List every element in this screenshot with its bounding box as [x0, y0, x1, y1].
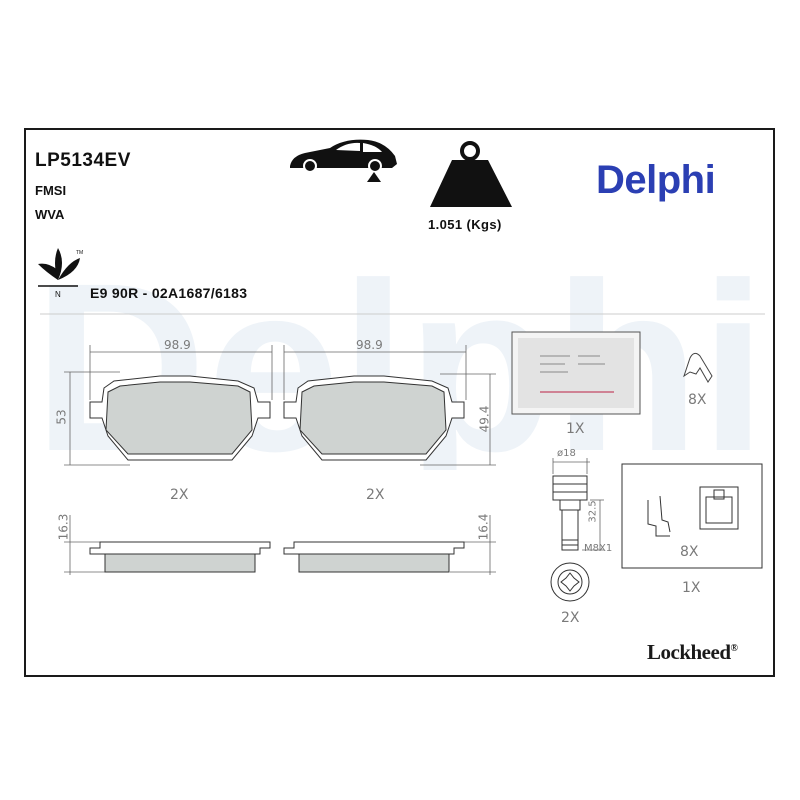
spring-clip-quantity: 8X: [688, 392, 707, 408]
bolt-diameter-label: ø18: [557, 448, 576, 459]
grease-packet-quantity: 1X: [566, 421, 585, 437]
part-number: LP5134EV: [35, 150, 131, 171]
grease-packet-image: [511, 331, 641, 415]
pad-right-height-label: 49.4: [477, 405, 492, 433]
pad-right-quantity: 2X: [366, 487, 385, 503]
delphi-logo: Delphi: [596, 158, 716, 202]
svg-text:TM: TM: [76, 250, 83, 256]
dimension-lines: [64, 345, 496, 575]
approval-number: E9 90R - 02A1687/6183: [90, 285, 248, 301]
pad-left-thickness-label: 16.3: [56, 513, 71, 541]
wva-label: WVA: [35, 207, 65, 222]
pad-side-view-left: [89, 541, 271, 573]
bolt-length-label: 32.5: [587, 500, 599, 523]
pad-right-width-label: 98.9: [356, 338, 383, 352]
brake-pad-right: [283, 375, 465, 461]
pad-right-thickness-label: 16.4: [476, 513, 491, 541]
eco-leaf-icon: N TM: [38, 248, 83, 299]
bolt-quantity: 2X: [561, 610, 580, 626]
pad-left-width-label: 98.9: [164, 338, 191, 352]
drawing-frame: [24, 128, 775, 677]
clip-kit-inner-quantity: 8X: [680, 544, 699, 560]
clip-kit-box: [621, 463, 763, 569]
brake-pad-left: [89, 375, 271, 461]
pad-left-height-label: 53: [54, 409, 69, 425]
bolt-drawing: [550, 458, 604, 602]
bolt-thread-label: M8X1: [584, 543, 613, 554]
lockheed-logo: Lockheed®: [647, 640, 738, 664]
svg-text:N: N: [55, 290, 61, 299]
pad-side-view-right: [283, 541, 465, 573]
car-icon: [290, 139, 397, 182]
fmsi-label: FMSI: [35, 183, 67, 198]
weight-icon: [430, 141, 512, 207]
clip-kit-quantity: 1X: [682, 580, 701, 596]
spring-clip: [683, 352, 713, 383]
weight-value: 1.051 (Kgs): [428, 217, 502, 232]
pad-left-quantity: 2X: [170, 487, 189, 503]
